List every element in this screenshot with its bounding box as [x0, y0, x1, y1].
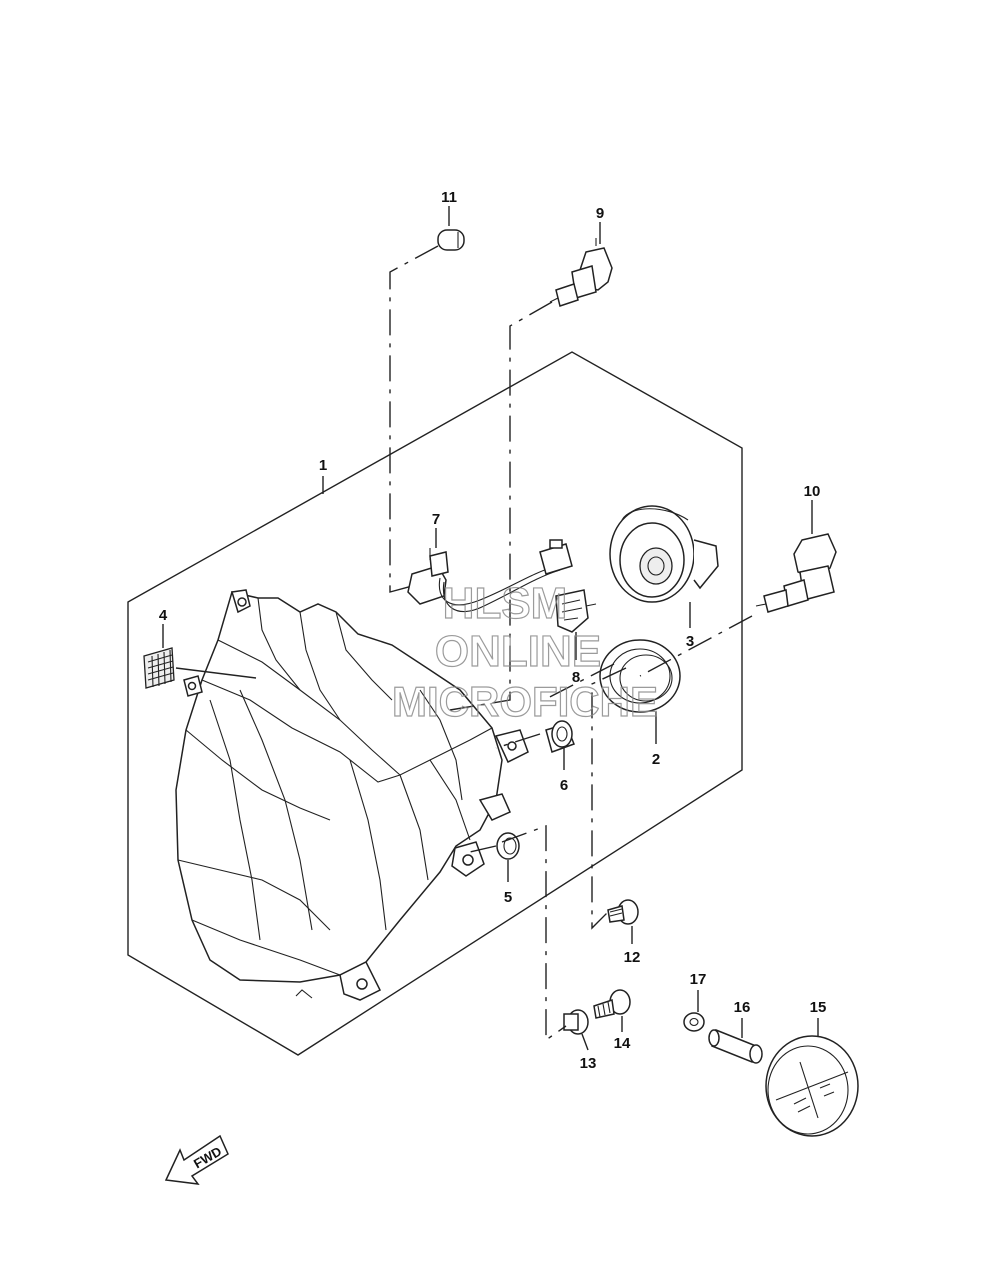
label-part-10: 10 [804, 483, 821, 500]
label-part-7: 7 [432, 511, 440, 528]
cap-cover-15[interactable] [765, 1035, 859, 1137]
watermark-line-3: MICROFICHE [392, 678, 658, 725]
label-part-1: 1 [319, 457, 327, 474]
label-part-11: 11 [441, 189, 457, 206]
label-part-15: 15 [810, 999, 827, 1016]
dust-cover[interactable] [609, 505, 719, 603]
bolt-14[interactable] [593, 989, 631, 1019]
small-grommet[interactable] [496, 832, 520, 860]
headlight-bulb-low[interactable] [549, 238, 613, 307]
position-bulb[interactable] [437, 229, 465, 251]
label-part-17: 17 [690, 971, 707, 988]
label-part-12: 12 [624, 949, 641, 966]
label-part-6: 6 [560, 777, 568, 794]
watermark-line-2: ONLINE [435, 627, 601, 676]
headlight-bulb-high[interactable] [755, 533, 837, 613]
label-part-13: 13 [580, 1055, 597, 1072]
fwd-arrow-icon: FWD [164, 1134, 229, 1185]
label-part-14: 14 [614, 1035, 631, 1052]
alignment-lines [389, 245, 753, 1042]
assembly-outline [127, 351, 743, 1056]
label-part-8: 8 [572, 669, 580, 686]
headlamp-housing[interactable] [175, 589, 529, 1001]
label-sticker[interactable] [143, 647, 175, 689]
label-part-5: 5 [504, 889, 512, 906]
watermark-line-1: HLSM [443, 579, 568, 628]
screw-12[interactable] [607, 899, 639, 925]
grommet[interactable] [545, 720, 575, 753]
bulb-socket[interactable] [407, 548, 449, 605]
adjuster-screw-16[interactable] [708, 1028, 763, 1064]
label-part-16: 16 [734, 999, 751, 1016]
leader-lines [162, 206, 819, 1051]
washer-17[interactable] [683, 1012, 705, 1032]
label-part-9: 9 [596, 205, 604, 222]
collar-13[interactable] [563, 1009, 589, 1035]
label-part-4: 4 [159, 607, 168, 624]
label-part-3: 3 [686, 633, 694, 650]
label-part-2: 2 [652, 751, 660, 768]
wiring-harness-socket[interactable] [438, 539, 597, 633]
